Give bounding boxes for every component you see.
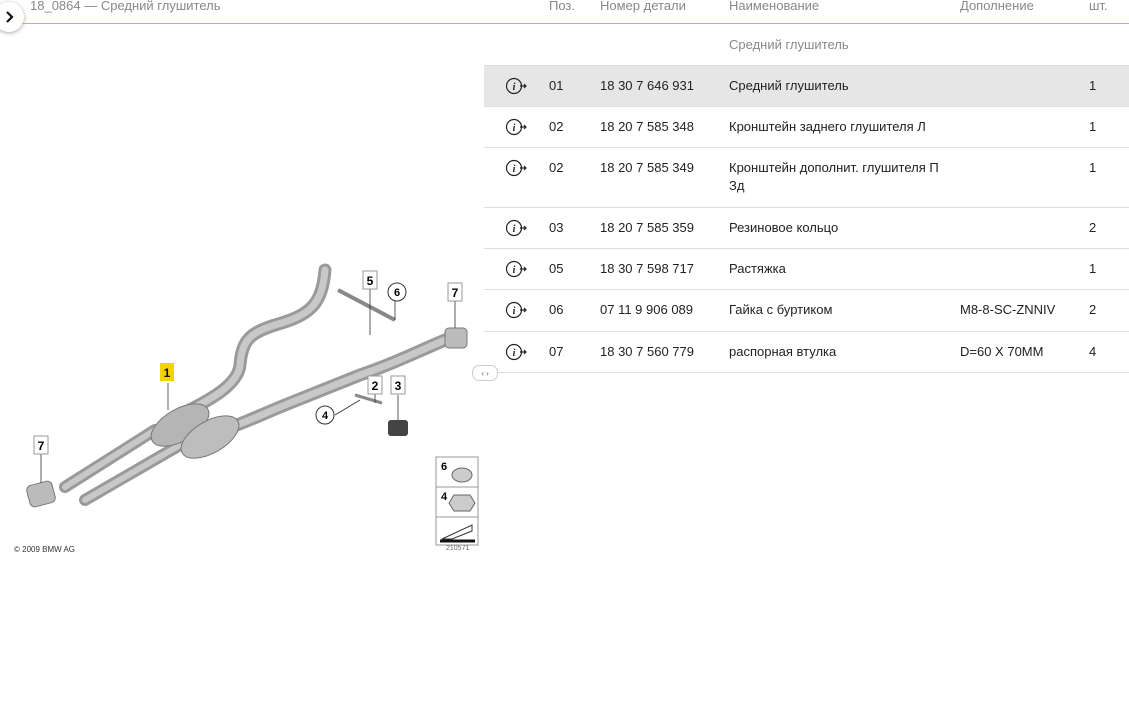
parts-table: i 01 18 30 7 646 931 Средний глушитель 1… (484, 65, 1129, 373)
row-part-no: 07 11 9 906 089 (600, 302, 694, 317)
page-title: 18_0864 — Средний глушитель (30, 0, 221, 13)
row-pos: 02 (549, 119, 564, 134)
column-header-qty: шт. (1089, 0, 1108, 13)
table-row[interactable]: i 03 18 20 7 585 359 Резиновое кольцо 2 (484, 207, 1129, 248)
row-part-no: 18 30 7 598 717 (600, 261, 694, 276)
header-divider (22, 23, 1129, 24)
exhaust-illustration: 1 7 7 5 6 2 3 4 6 4 (26, 263, 479, 546)
info-arrow-icon[interactable]: i (506, 118, 528, 136)
info-arrow-icon[interactable]: i (506, 343, 528, 361)
svg-text:1: 1 (164, 366, 171, 380)
parts-diagram[interactable]: 1 7 7 5 6 2 3 4 6 4 © 2009 BMW AG 210571 (10, 225, 480, 560)
row-pos: 07 (549, 344, 564, 359)
svg-text:i: i (513, 265, 516, 276)
row-qty: 4 (1089, 344, 1097, 359)
row-qty: 2 (1089, 220, 1097, 235)
row-name-continued: Зд (729, 178, 745, 193)
svg-text:5: 5 (367, 274, 374, 288)
row-qty: 1 (1089, 261, 1097, 276)
diagram-image-number: 210571 (446, 545, 470, 552)
row-qty: 1 (1089, 78, 1097, 93)
table-row[interactable]: i 02 18 20 7 585 349 Кронштейн дополнит.… (484, 147, 1129, 207)
svg-text:7: 7 (38, 439, 45, 453)
column-header-extra: Дополнение (960, 0, 1034, 13)
table-row[interactable]: i 02 18 20 7 585 348 Кронштейн заднего г… (484, 106, 1129, 147)
svg-text:i: i (513, 164, 516, 175)
svg-text:3: 3 (395, 379, 402, 393)
sidebar-toggle-button[interactable] (0, 2, 24, 32)
row-part-no: 18 20 7 585 359 (600, 220, 694, 235)
row-name: Гайка с буртиком (729, 302, 833, 317)
svg-text:4: 4 (441, 491, 448, 503)
svg-text:7: 7 (452, 286, 459, 300)
table-row[interactable]: i 05 18 30 7 598 717 Растяжка 1 (484, 248, 1129, 289)
column-header-name: Наименование (729, 0, 820, 13)
column-header-part-no: Номер детали (600, 0, 686, 13)
row-extra: M8-8-SC-ZNNIV (960, 302, 1056, 317)
row-name: Кронштейн заднего глушителя Л (729, 119, 926, 134)
diagram-copyright: © 2009 BMW AG (14, 545, 76, 554)
row-pos: 01 (549, 78, 564, 93)
column-header-pos: Поз. (549, 0, 575, 13)
info-arrow-icon[interactable]: i (506, 159, 528, 177)
row-extra: D=60 X 70MM (960, 344, 1044, 359)
row-name: Кронштейн дополнит. глушителя П (729, 160, 939, 175)
row-qty: 1 (1089, 119, 1097, 134)
svg-text:2: 2 (372, 379, 379, 393)
row-name: Растяжка (729, 261, 786, 276)
row-name: распорная втулка (729, 344, 837, 359)
info-arrow-icon[interactable]: i (506, 77, 528, 95)
diagram-pager[interactable]: ‹ › (472, 365, 498, 381)
table-row[interactable]: i 07 18 30 7 560 779 распорная втулка D=… (484, 331, 1129, 373)
svg-text:i: i (513, 306, 516, 317)
row-qty: 1 (1089, 160, 1097, 175)
chevron-right-icon (6, 11, 14, 23)
row-pos: 05 (549, 261, 564, 276)
svg-text:i: i (513, 82, 516, 93)
row-part-no: 18 30 7 560 779 (600, 344, 694, 359)
row-part-no: 18 30 7 646 931 (600, 78, 694, 93)
info-arrow-icon[interactable]: i (506, 301, 528, 319)
svg-text:4: 4 (322, 410, 329, 422)
row-part-no: 18 20 7 585 348 (600, 119, 694, 134)
row-name: Резиновое кольцо (729, 220, 839, 235)
row-qty: 2 (1089, 302, 1097, 317)
svg-text:i: i (513, 348, 516, 359)
svg-text:i: i (513, 224, 516, 235)
info-arrow-icon[interactable]: i (506, 260, 528, 278)
table-row[interactable]: i 06 07 11 9 906 089 Гайка с буртиком M8… (484, 289, 1129, 331)
table-row[interactable]: i 01 18 30 7 646 931 Средний глушитель 1 (484, 65, 1129, 106)
row-part-no: 18 20 7 585 349 (600, 160, 694, 175)
row-name: Средний глушитель (729, 78, 849, 93)
svg-text:i: i (513, 123, 516, 134)
section-label: Средний глушитель (729, 37, 849, 52)
row-pos: 02 (549, 160, 564, 175)
row-pos: 03 (549, 220, 564, 235)
info-arrow-icon[interactable]: i (506, 219, 528, 237)
svg-text:6: 6 (441, 461, 447, 473)
row-pos: 06 (549, 302, 564, 317)
svg-text:6: 6 (394, 287, 400, 299)
